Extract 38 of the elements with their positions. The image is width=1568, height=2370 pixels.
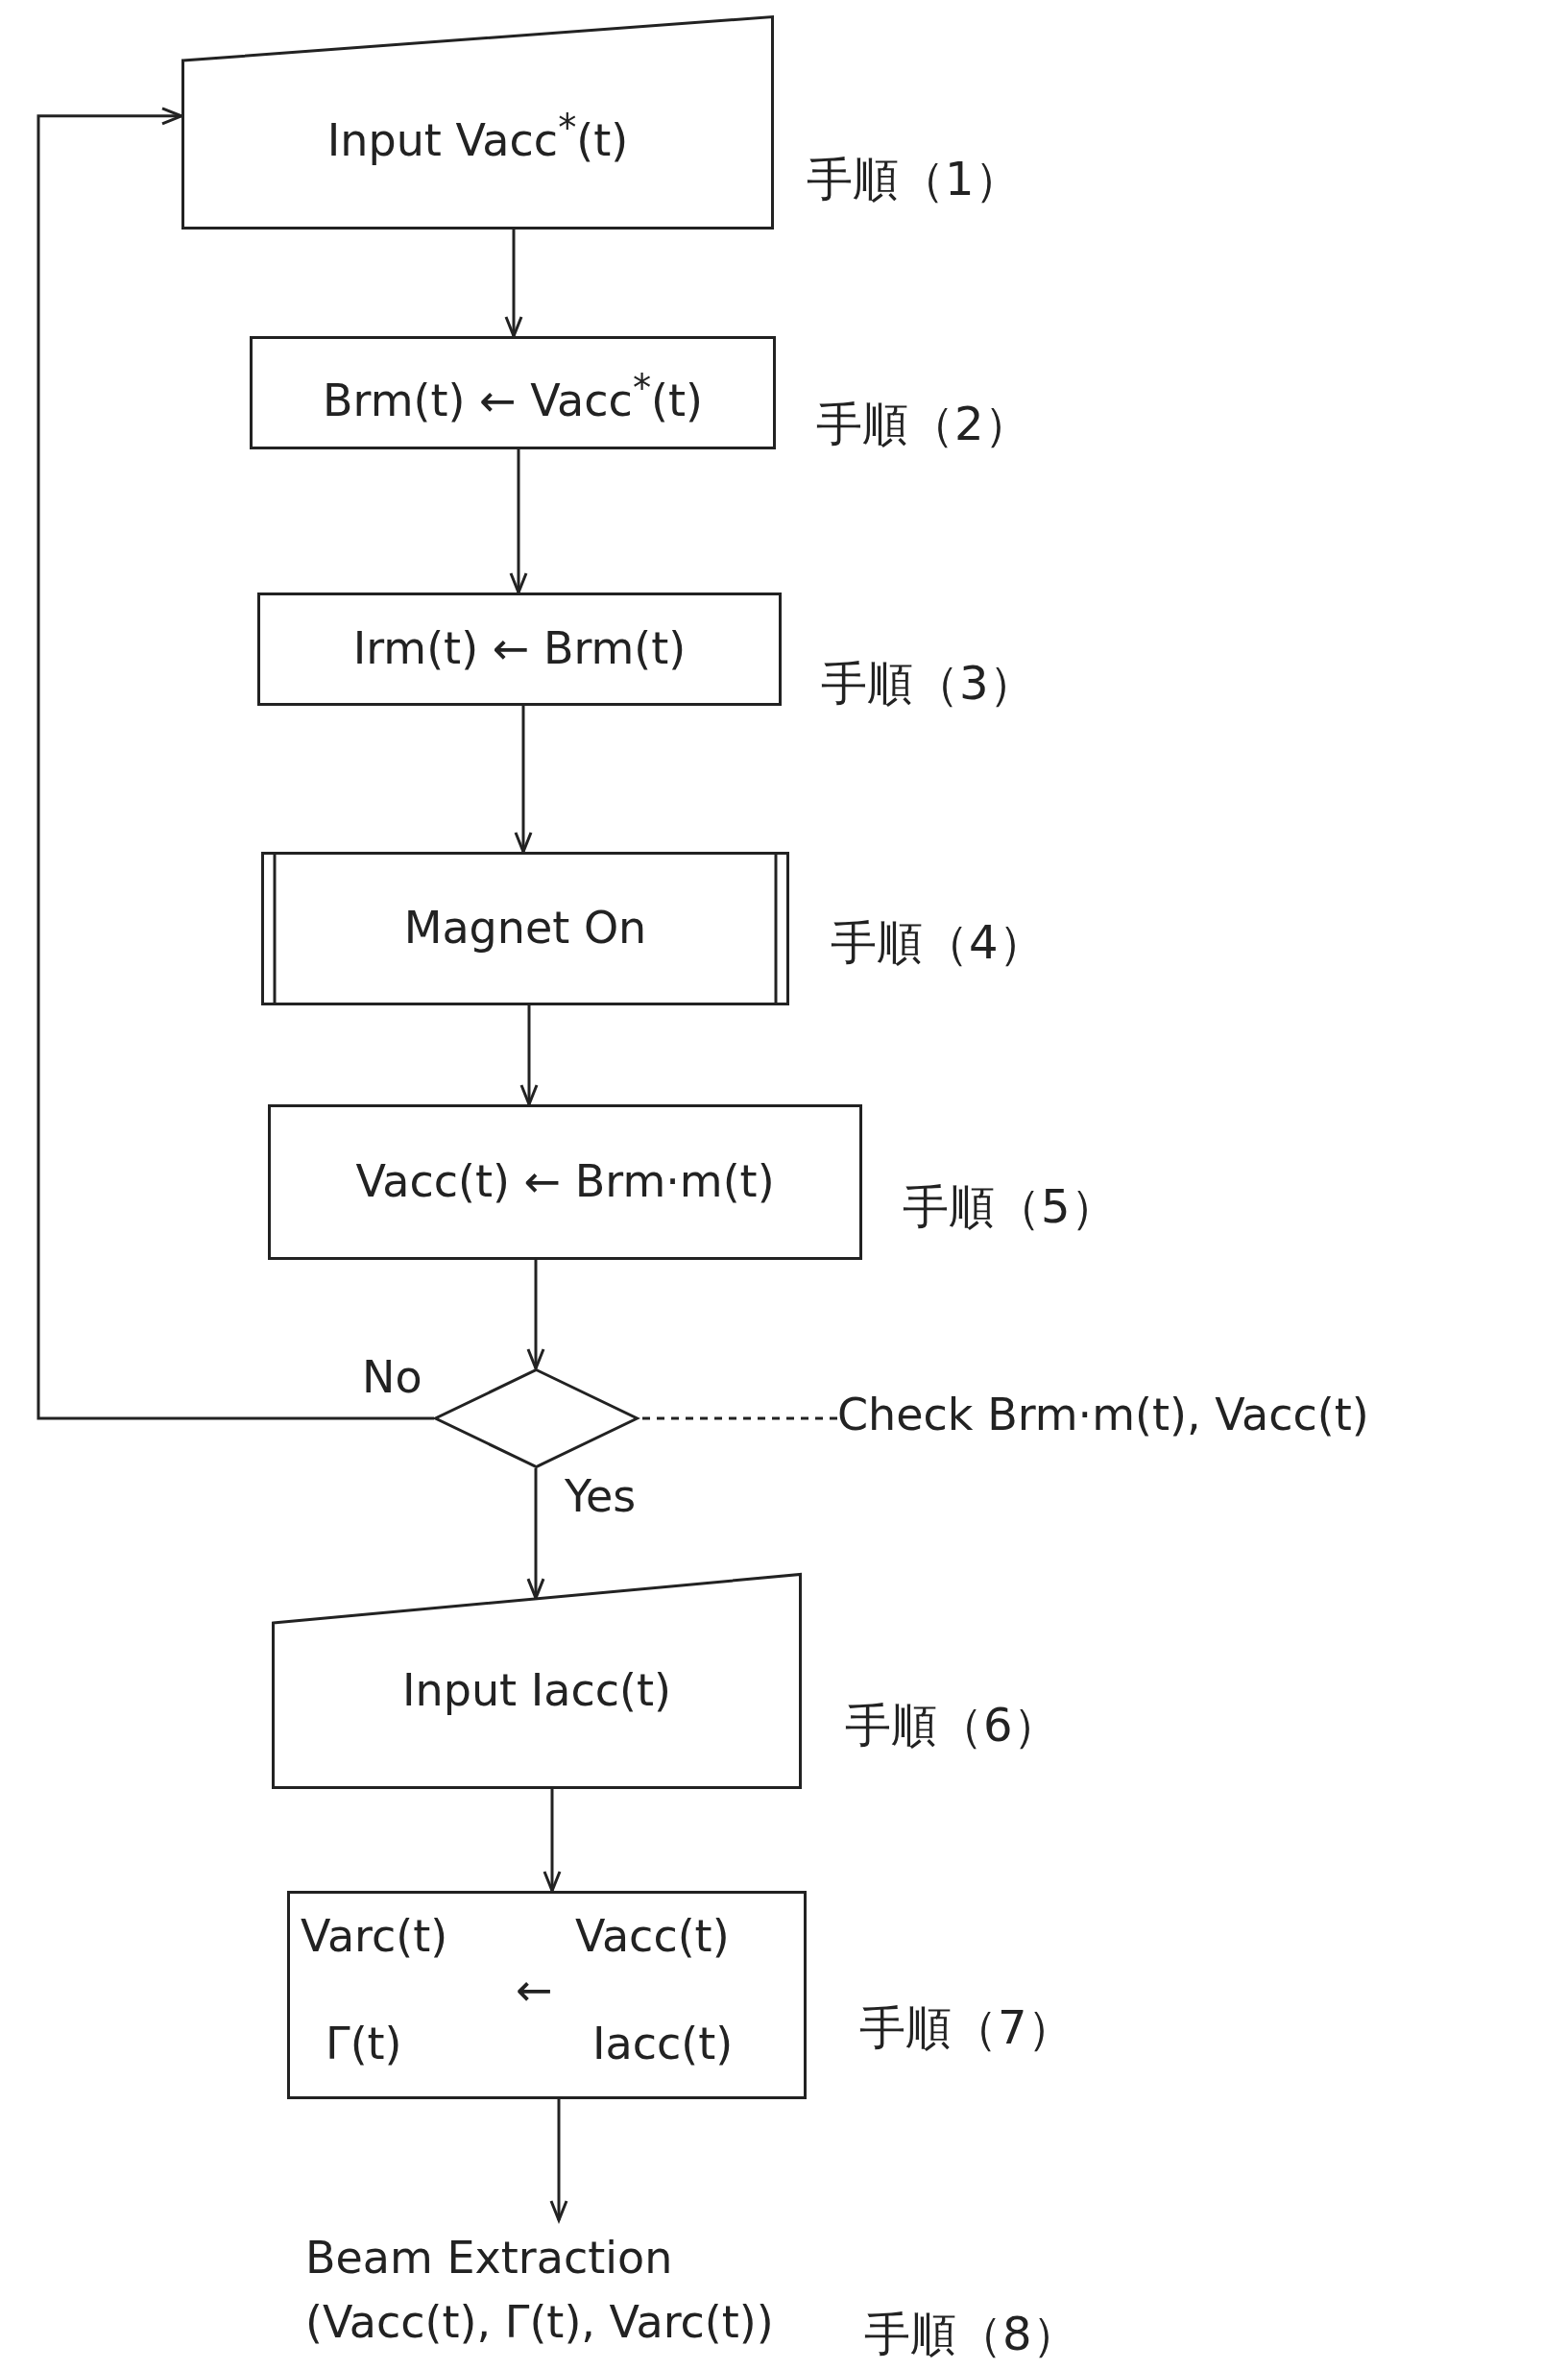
predefined-process-box (261, 852, 789, 1005)
arrow (36, 107, 434, 1420)
step-label: 手順（7） (859, 2002, 1073, 2053)
step-label: 手順（5） (903, 1181, 1117, 1232)
arrow (504, 230, 523, 338)
manual-input-shape (181, 15, 774, 230)
box-text: Input Vacc$^{*}$(t) (326, 107, 630, 165)
arrow (549, 2099, 568, 2222)
box-text: Check Brm·m(t), Vacc(t) (837, 1391, 1369, 1439)
process-box (268, 1104, 862, 1260)
arrow (509, 449, 528, 594)
manual-input-shape (272, 1573, 802, 1789)
box-text: Γ(t) (326, 2019, 402, 2068)
decision-diamond (434, 1368, 639, 1468)
step-label: 手順（8） (864, 2309, 1078, 2359)
step-label: 手順（1） (807, 154, 1021, 205)
box-text: Vacc(t) ← Brm·m(t) (354, 1157, 776, 1206)
process-box (257, 592, 782, 706)
box-text: Irm(t) ← Brm(t) (351, 624, 688, 673)
box-text: Iacc(t) (592, 2019, 734, 2068)
process-box (287, 1891, 807, 2099)
arrow (514, 706, 533, 854)
box-text: Brm(t) ← Vacc$^{*}$(t) (322, 368, 704, 425)
box-text: Input Iacc(t) (401, 1665, 672, 1715)
box-text: Beam Extraction (Vacc(t), Γ(t), Varc(t)) (305, 2231, 775, 2350)
arrow (526, 1468, 545, 1600)
step-label: 手順（3） (821, 658, 1035, 709)
process-box (250, 336, 776, 449)
box-text: Magnet On (402, 904, 648, 953)
step-label: 手順（2） (816, 399, 1030, 449)
step-label: 手順（4） (831, 917, 1045, 968)
arrow (526, 1260, 545, 1370)
step-label: 手順（6） (845, 1700, 1059, 1751)
arrow (543, 1789, 562, 1893)
box-text: Vacc(t) (575, 1912, 730, 1961)
arrow (519, 1005, 539, 1106)
box-text: Varc(t) (301, 1912, 448, 1961)
arrow-symbol: ← (516, 1966, 553, 2015)
